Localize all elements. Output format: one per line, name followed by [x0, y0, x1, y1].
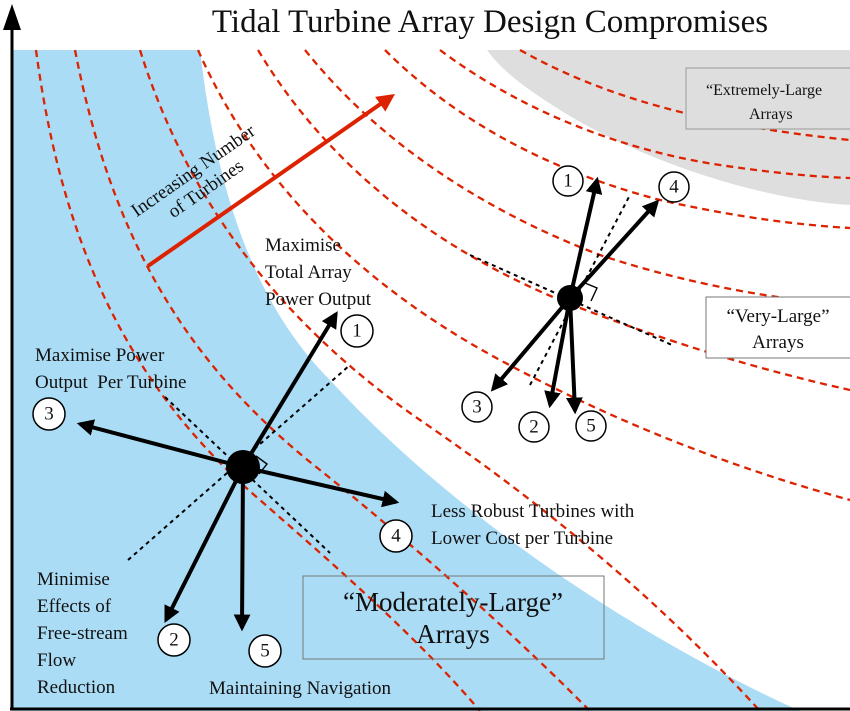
extremely-large-box: “Extremely-Large Arrays — [685, 67, 850, 130]
badge-2: 2 — [157, 623, 191, 657]
contour-line — [196, 49, 850, 502]
objective-3-label: Maximise Power Output Per Turbine — [35, 345, 187, 393]
vector-3-arrow — [76, 419, 244, 469]
diagram-title: Tidal Turbine Array Design Compromises — [212, 4, 768, 40]
contour-line — [138, 49, 761, 711]
very-large-label-line1: “Very-Large” — [726, 306, 829, 327]
turbine-node — [557, 285, 583, 311]
vector-5-arrow — [233, 466, 251, 632]
badge-2: 2 — [518, 411, 550, 443]
contour-lines — [34, 48, 850, 711]
tangent-line — [469, 254, 673, 346]
moderately-large-region — [12, 50, 800, 711]
badge-4: 4 — [658, 171, 690, 203]
vector-1-arrow — [568, 176, 603, 299]
badge-2-number: 2 — [169, 630, 179, 651]
objective-1-label: Maximise Total Array Power Output — [265, 235, 372, 310]
contour-line — [257, 49, 850, 392]
svg-text:Flow: Flow — [37, 650, 76, 671]
badge-1-number: 1 — [563, 171, 573, 192]
vector-2-arrow — [164, 466, 245, 624]
badge-3: 3 — [32, 397, 66, 431]
contour-line — [34, 49, 481, 711]
badge-1: 1 — [552, 165, 584, 197]
badge-1-number: 1 — [352, 321, 362, 342]
svg-text:Less Robust Turbines with: Less Robust Turbines with — [431, 501, 635, 522]
objective-5-label: Maintaining Navigation — [209, 678, 392, 699]
badge-4-number: 4 — [391, 526, 401, 547]
extremely-large-label-line2: Arrays — [749, 106, 793, 123]
objective-2-label: Minimise Effects of Free-stream Flow Red… — [37, 569, 128, 698]
badge-4: 4 — [379, 519, 413, 553]
vector-4-arrow — [568, 199, 660, 300]
increasing-turbines-arrow — [146, 93, 395, 268]
very-large-box: “Very-Large” Arrays — [705, 296, 850, 359]
vector-4-arrow — [242, 465, 400, 508]
badge-5-number: 5 — [260, 641, 270, 662]
contour-line — [73, 49, 591, 711]
design-point-moderate — [76, 311, 400, 632]
vector-5-arrow — [566, 297, 583, 415]
vector-2-arrow — [544, 297, 572, 409]
turbine-node — [226, 450, 260, 484]
svg-text:Lower Cost per Turbine: Lower Cost per Turbine — [431, 528, 613, 549]
badge-1: 1 — [340, 314, 374, 348]
badge-3-number: 3 — [472, 397, 482, 418]
axes — [3, 4, 850, 711]
svg-text:Maximise Power: Maximise Power — [35, 345, 165, 366]
badge-5: 5 — [248, 634, 282, 668]
moderately-large-label-line1: “Moderately-Large” — [343, 587, 563, 617]
svg-text:Minimise: Minimise — [37, 569, 110, 590]
vector-3-arrow — [490, 296, 572, 392]
vector-1-arrow — [241, 311, 338, 469]
badge-4-number: 4 — [669, 177, 679, 198]
moderately-large-label-line2: Arrays — [416, 619, 489, 649]
badge-5-number: 5 — [586, 416, 596, 437]
right-angle-mark — [584, 282, 598, 302]
contour-line — [439, 49, 850, 180]
svg-text:Reduction: Reduction — [37, 677, 116, 698]
design-point-very-large — [469, 176, 673, 415]
svg-text:Output Per Turbine: Output Per Turbine — [35, 372, 187, 393]
badge-3: 3 — [461, 391, 493, 423]
svg-text:Effects of: Effects of — [37, 596, 112, 617]
svg-text:Maximise: Maximise — [265, 235, 341, 256]
svg-text:Total Array: Total Array — [265, 262, 352, 283]
contour-line — [304, 49, 850, 307]
objective-4-label: Less Robust Turbines with Lower Cost per… — [431, 501, 635, 549]
very-large-label-line2: Arrays — [752, 332, 804, 353]
extremely-large-label-line1: “Extremely-Large — [706, 82, 822, 99]
badge-3-number: 3 — [44, 404, 54, 425]
svg-text:Free-stream: Free-stream — [37, 623, 128, 644]
moderately-large-box: “Moderately-Large” Arrays — [302, 575, 605, 660]
svg-text:Power Output: Power Output — [265, 289, 372, 310]
badge-5: 5 — [575, 410, 607, 442]
contour-line — [519, 48, 850, 142]
contour-line — [384, 49, 850, 230]
badge-2-number: 2 — [529, 417, 539, 438]
